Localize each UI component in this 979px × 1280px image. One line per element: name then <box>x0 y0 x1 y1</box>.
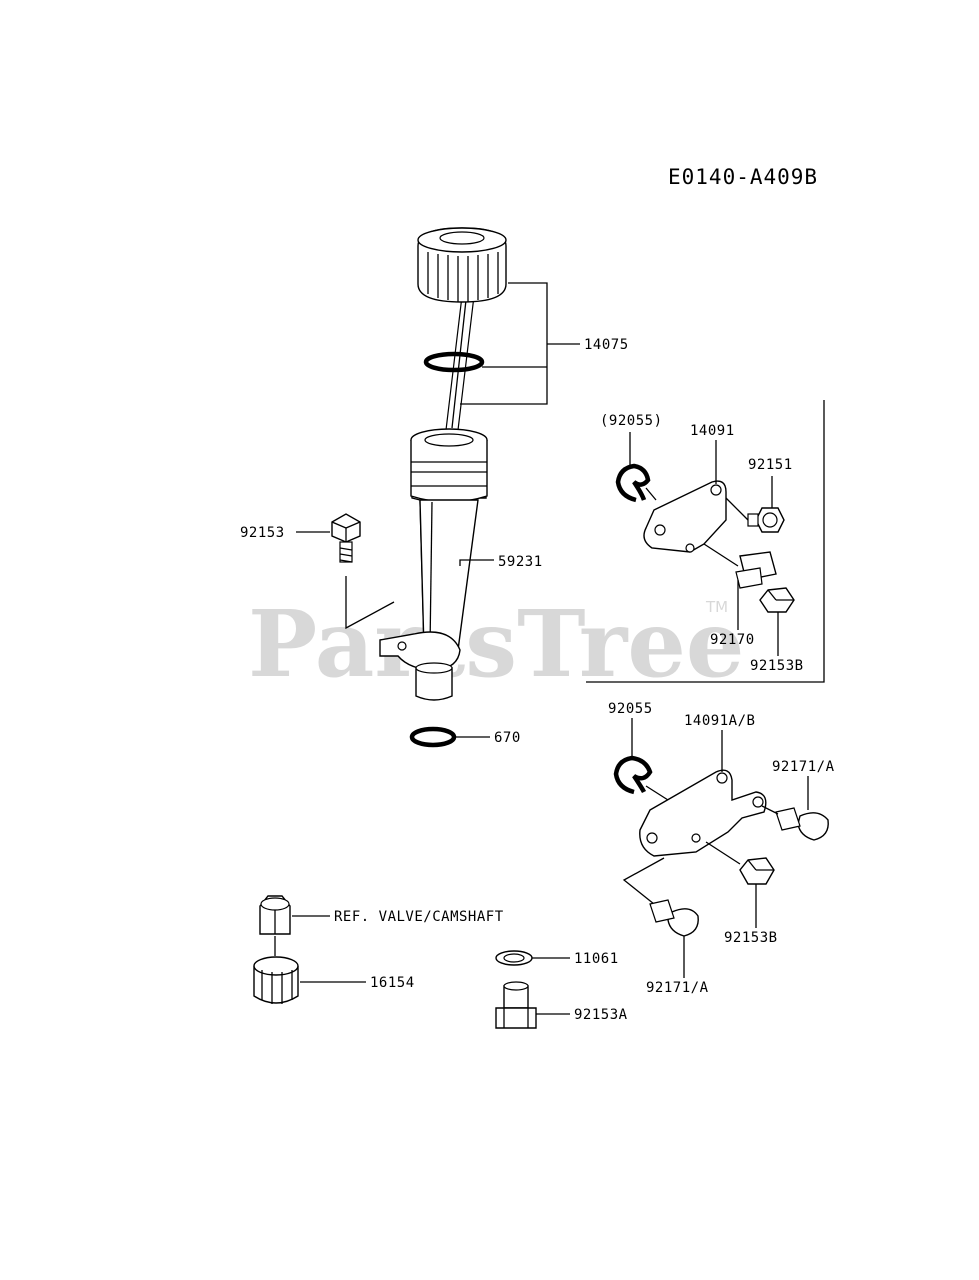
clamp-92171A-right[interactable] <box>775 807 829 841</box>
gear-ref-valve-camshaft[interactable] <box>259 895 291 935</box>
callout-92171A-bottom: 92171/A <box>646 980 709 996</box>
plug-92153A[interactable] <box>495 981 537 1029</box>
spring-92055-paren[interactable] <box>615 463 651 503</box>
callout-11061: 11061 <box>574 951 619 967</box>
bolt-92153B-bottom[interactable] <box>739 857 775 885</box>
callout-92055-paren: (92055) <box>600 413 663 429</box>
callout-92170: 92170 <box>710 632 755 648</box>
clamp-92171A-bottom[interactable] <box>649 899 699 937</box>
bolt-92151[interactable] <box>747 507 785 533</box>
dipstick-assembly[interactable] <box>417 227 507 431</box>
callout-14091AB: 14091A/B <box>684 713 755 729</box>
callout-ref-valve-camshaft: REF. VALVE/CAMSHAFT <box>334 909 504 925</box>
bolt-92153[interactable] <box>331 513 361 563</box>
diagram-code: E0140-A409B <box>668 165 818 189</box>
callout-92151: 92151 <box>748 457 793 473</box>
callout-14075: 14075 <box>584 337 629 353</box>
oil-filler-tube[interactable] <box>379 428 488 748</box>
gear-16154[interactable] <box>253 956 299 1004</box>
callout-92153B-top: 92153B <box>750 658 804 674</box>
watermark-tm: TM <box>705 598 728 616</box>
callout-14091: 14091 <box>690 423 735 439</box>
bolt-92153B-top[interactable] <box>759 587 795 613</box>
callout-92055: 92055 <box>608 701 653 717</box>
spring-92055[interactable] <box>613 755 653 795</box>
bracket-14091AB[interactable] <box>639 769 767 857</box>
callout-670: 670 <box>494 730 521 746</box>
callout-92153B-bottom: 92153B <box>724 930 778 946</box>
clip-92170[interactable] <box>735 551 777 589</box>
callout-16154: 16154 <box>370 975 415 991</box>
callout-92153: 92153 <box>240 525 285 541</box>
bracket-14091[interactable] <box>643 480 727 553</box>
watermark-text: PartsTree <box>248 590 744 698</box>
callout-92171A-right: 92171/A <box>772 759 835 775</box>
callout-92153A: 92153A <box>574 1007 628 1023</box>
callout-59231: 59231 <box>498 554 543 570</box>
washer-11061[interactable] <box>495 950 533 966</box>
